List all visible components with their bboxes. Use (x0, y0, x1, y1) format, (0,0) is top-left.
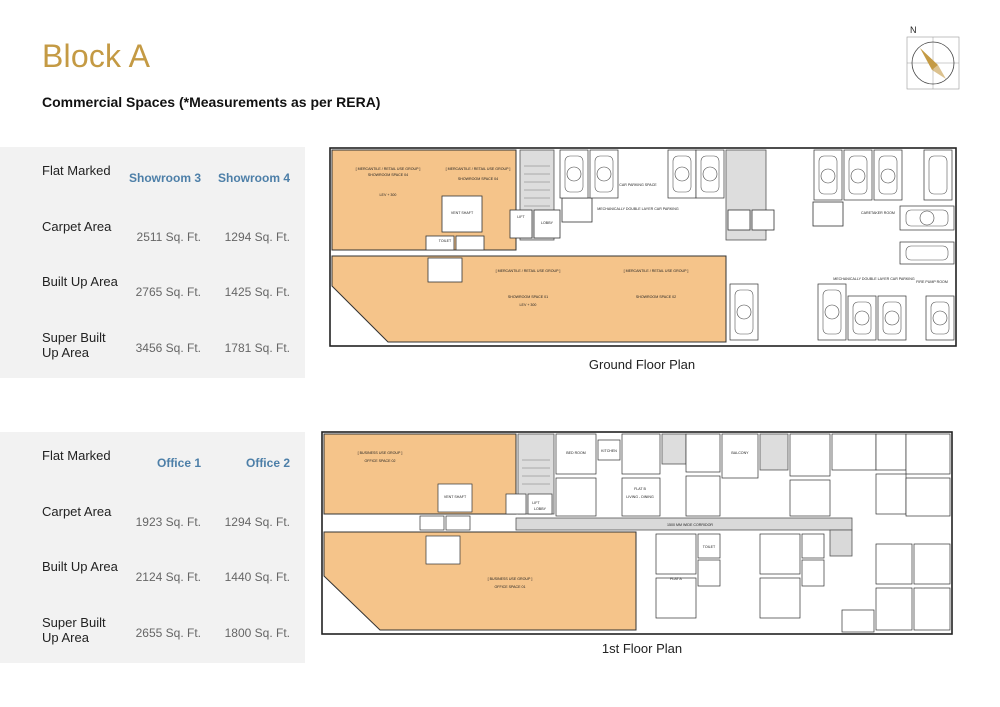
cell-value: 1425 Sq. Ft. (224, 285, 290, 299)
row-label: Flat Marked (42, 163, 111, 178)
column-header-showroom-3: Showroom 3 (128, 171, 201, 185)
north-compass-icon: N (902, 24, 964, 94)
row-label: Carpet Area (42, 219, 112, 234)
row-label: Built Up Area (42, 559, 118, 574)
cell-value: 2511 Sq. Ft. (136, 230, 201, 244)
cell-value: 1294 Sq. Ft. (224, 230, 290, 244)
office-02-area (323, 433, 517, 515)
label-office-01: OFFICE SPACE 01 (494, 585, 525, 589)
row-label: Carpet Area (42, 504, 112, 519)
cell-value: 1440 Sq. Ft. (224, 570, 290, 584)
column-header-office-2: Office 2 (245, 456, 290, 470)
first-floor-plan: [ BUSINESS USE GROUP ] OFFICE SPACE 02 [… (320, 430, 954, 636)
table-row: Flat Marked Showroom 3 Showroom 4 (0, 163, 305, 203)
cell-value: 2655 Sq. Ft. (135, 626, 201, 640)
label-vent-shaft: VENT SHAFT (451, 211, 474, 215)
label-flat-b: FLAT B (634, 487, 646, 491)
label-bed-room: BED ROOM (566, 451, 586, 455)
cell-value: 1781 Sq. Ft. (224, 341, 290, 355)
table-row: Carpet Area 1923 Sq. Ft. 1294 Sq. Ft. (0, 504, 305, 544)
label-business: [ BUSINESS USE GROUP ] (488, 577, 533, 581)
cell-value: 3456 Sq. Ft. (135, 341, 201, 355)
cell-value: 1800 Sq. Ft. (224, 626, 290, 640)
label-business: [ BUSINESS USE GROUP ] (358, 451, 403, 455)
table-row: Super Built Up Area 3456 Sq. Ft. 1781 Sq… (0, 330, 305, 370)
column-header-office-1: Office 1 (156, 456, 201, 470)
label-mercantile: [ MERCANTILE / RETAIL USE GROUP ] (624, 269, 689, 273)
table-row: Flat Marked Office 1 Office 2 (0, 448, 305, 488)
column-header-showroom-4: Showroom 4 (217, 171, 290, 185)
table-row: Built Up Area 2124 Sq. Ft. 1440 Sq. Ft. (0, 559, 305, 599)
ground-floor-plan: [ MERCANTILE / RETAIL USE GROUP ] SHOWRO… (328, 146, 958, 348)
row-label: Super Built Up Area (42, 615, 106, 645)
table-row: Super Built Up Area 2655 Sq. Ft. 1800 Sq… (0, 615, 305, 655)
label-mech-parking: MECHANICALLY DOUBLE LAYER CAR PARKING (597, 207, 679, 211)
label-mercantile: [ MERCANTILE / RETAIL USE GROUP ] (356, 167, 421, 171)
label-lobby: LOBBY (534, 507, 547, 511)
label-office-02: OFFICE SPACE 02 (364, 459, 395, 463)
compass-label: N (910, 25, 917, 35)
first-floor-caption: 1st Floor Plan (601, 641, 683, 656)
row-label: Super Built Up Area (42, 330, 106, 360)
cell-value: 1923 Sq. Ft. (135, 515, 201, 529)
label-showroom-01: SHOWROOM SPACE 01 (508, 295, 548, 299)
label-vent-shaft: VENT SHAFT (444, 495, 467, 499)
table-row: Built Up Area 2765 Sq. Ft. 1425 Sq. Ft. (0, 274, 305, 314)
label-lobby: LOBBY (541, 221, 554, 225)
label-toilet: TOILET (439, 239, 452, 243)
row-label: Built Up Area (42, 274, 118, 289)
label-lift: LIFT (517, 215, 525, 219)
cell-value: 1294 Sq. Ft. (224, 515, 290, 529)
first-floor-area-table: Flat Marked Office 1 Office 2 Carpet Are… (0, 432, 305, 663)
cell-value: 2124 Sq. Ft. (135, 570, 201, 584)
showroom-04-area (331, 149, 517, 251)
label-car-parking: CAR PARKING SPACE (619, 183, 657, 187)
label-corridor: 1500 MM WIDE CORRIDOR (667, 523, 713, 527)
row-label: Flat Marked (42, 448, 111, 463)
page-subtitle: Commercial Spaces (*Measurements as per … (42, 94, 381, 110)
office-01-area (323, 531, 637, 631)
label-flat-a: FLAT A (670, 577, 682, 581)
ground-floor-area-table: Flat Marked Showroom 3 Showroom 4 Carpet… (0, 147, 305, 378)
label-lev: LEV + 300 (380, 193, 397, 197)
label-mercantile: [ MERCANTILE / RETAIL USE GROUP ] (446, 167, 511, 171)
page-title: Block A (42, 38, 151, 74)
label-showroom-04: SHOWROOM SPACE 04 (368, 173, 408, 177)
cell-value: 2765 Sq. Ft. (135, 285, 201, 299)
label-showroom-02: SHOWROOM SPACE 02 (636, 295, 676, 299)
label-toilet: TOILET (703, 545, 716, 549)
ground-floor-caption: Ground Floor Plan (588, 357, 696, 372)
label-kitchen: KITCHEN (601, 449, 617, 453)
label-showroom-04: SHOWROOM SPACE 04 (458, 177, 498, 181)
label-lev: LEV + 300 (520, 303, 537, 307)
label-living: LIVING - DINING (626, 495, 654, 499)
label-caretaker: CARETAKER ROOM (861, 211, 895, 215)
label-mech-parking: MECHANICALLY DOUBLE LAYER CAR PARKING (833, 277, 915, 281)
label-mercantile: [ MERCANTILE / RETAIL USE GROUP ] (496, 269, 561, 273)
label-fire-pump: FIRE PUMP ROOM (916, 280, 948, 284)
table-row: Carpet Area 2511 Sq. Ft. 1294 Sq. Ft. (0, 219, 305, 259)
label-lift: LIFT (532, 501, 540, 505)
corridor (515, 517, 853, 531)
label-balcony: BALCONY (731, 451, 749, 455)
